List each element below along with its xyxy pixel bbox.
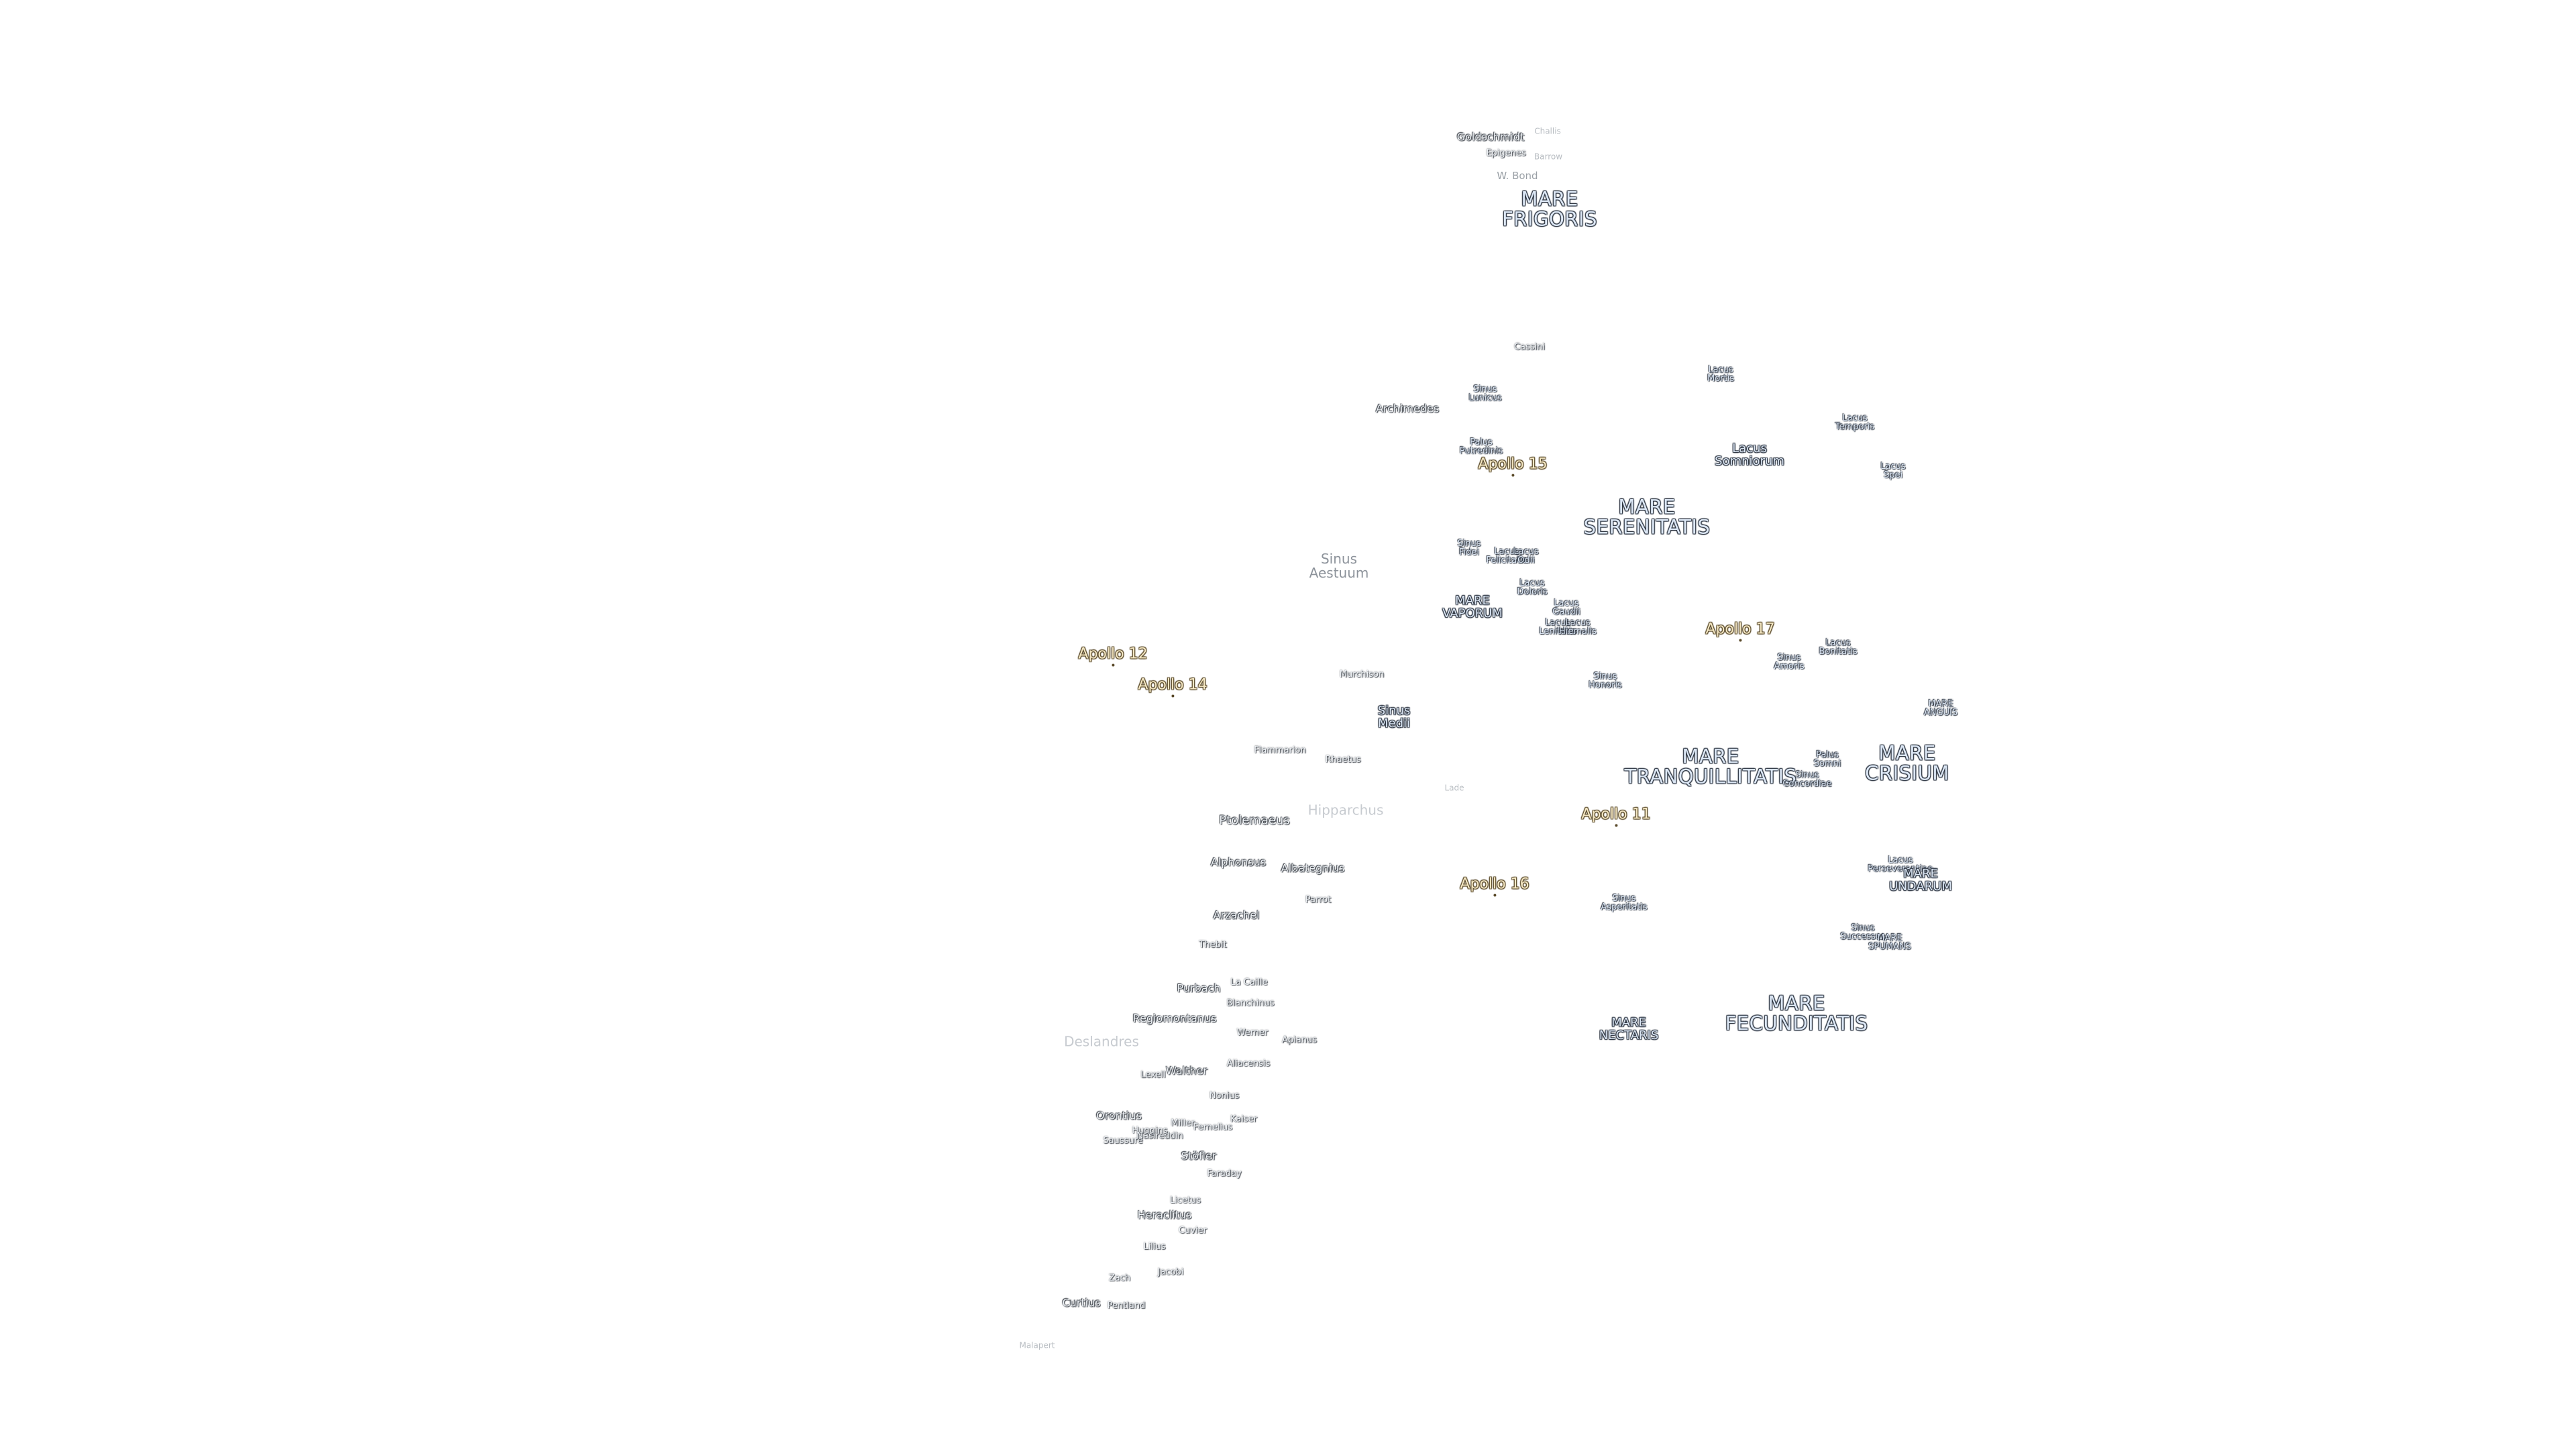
label-heraclitus: Heraclitus: [1137, 1208, 1192, 1222]
label-deslandres: Deslandres: [1064, 1033, 1139, 1050]
label-zach: Zach: [1108, 1273, 1131, 1284]
label-lacus-temporis: Lacus Temporis: [1835, 413, 1875, 432]
label-mare-vaporum: MARE VAPORUM: [1442, 594, 1503, 621]
label-palus-putredinis: Palus Putredinis: [1459, 437, 1503, 456]
landing-site-marker-icon: [1493, 894, 1496, 897]
label-lacus-gaudii: Lacus Gaudii: [1552, 598, 1580, 617]
label-lacus-lenitatis: Lacus Lenitatis: [1539, 618, 1576, 637]
label-epigenes: Epigenes: [1486, 148, 1526, 159]
label-sinus-medii: Sinus Medii: [1377, 704, 1411, 731]
label-purbach: Purbach: [1177, 981, 1221, 995]
label-palus-somni: Palus Somni: [1813, 750, 1841, 769]
label-lacus-perseverantiae: Lacus Perseverantiae: [1868, 855, 1933, 874]
label-mare-undarum: MARE UNDARUM: [1889, 867, 1952, 894]
label-barrow: Barrow: [1534, 152, 1563, 162]
label-walther: Walther: [1166, 1064, 1208, 1077]
label-sinus-fidei: Sinus Fidei: [1457, 539, 1481, 557]
label-regiomontanus: Regiomontanus: [1132, 1012, 1217, 1025]
label-werner: Werner: [1236, 1028, 1269, 1038]
label-licetus: Licetus: [1169, 1195, 1201, 1206]
label-sinus-lunicus: Sinus Lunicus: [1468, 384, 1502, 403]
label-lacus-bonitatis: Lacus Bonitatis: [1819, 638, 1858, 657]
label-hipparchus: Hipparchus: [1307, 802, 1384, 818]
label-lilius: Lilius: [1143, 1242, 1166, 1252]
label-apollo-17[interactable]: Apollo 17: [1705, 621, 1775, 642]
label-apollo-15[interactable]: Apollo 15: [1478, 456, 1548, 477]
label-albategnius: Albategnius: [1281, 861, 1345, 875]
label-thebit: Thebit: [1199, 940, 1227, 951]
label-sinus-asperitatis: Sinus Asperitatis: [1601, 894, 1648, 912]
label-orontius: Orontius: [1096, 1109, 1142, 1122]
label-challis: Challis: [1534, 126, 1561, 136]
label-faraday: Faraday: [1207, 1169, 1242, 1179]
label-archimedes: Archimedes: [1375, 402, 1440, 415]
label-lacus-somniorum: Lacus Somniorum: [1715, 441, 1784, 468]
label-mare-frigoris: MARE FRIGORIS: [1502, 187, 1597, 231]
label-mare-fecunditatis: MARE FECUNDITATIS: [1725, 991, 1868, 1035]
label-goldschmidt: Goldschmidt: [1456, 130, 1525, 144]
label-jacobi: Jacobi: [1157, 1267, 1184, 1278]
label-mare-serenitatis: MARE SERENITATIS: [1583, 495, 1711, 539]
label-sinus-concordiae: Sinus Concordiae: [1782, 770, 1832, 789]
label-lacus-hiemalis: Lacus Hiemalis: [1558, 618, 1597, 637]
label-mare-anguis: MARE ANGUIS: [1923, 699, 1958, 718]
label-lacus-felicitatis: Lacus Felicitatis: [1486, 547, 1527, 566]
label-lacus-odii: Lacus Odii: [1513, 547, 1539, 566]
label-alphonsus: Alphonsus: [1210, 855, 1267, 869]
label-mare-crisium: MARE CRISIUM: [1865, 741, 1949, 785]
label-pentland: Pentland: [1107, 1301, 1146, 1311]
label-fernelius: Fernelius: [1193, 1122, 1233, 1133]
label-flammarion: Flammarion: [1254, 745, 1306, 756]
label-curtius: Curtius: [1062, 1296, 1101, 1309]
label-saussure: Saussure: [1103, 1136, 1143, 1146]
label-mare-nectaris: MARE NECTARIS: [1599, 1016, 1659, 1042]
label-lade: Lade: [1444, 783, 1464, 793]
label-sinus-aestuum: Sinus Aestuum: [1309, 551, 1369, 581]
label-rhaetus: Rhaetus: [1325, 755, 1361, 765]
label-blanchinus: Blanchinus: [1226, 998, 1275, 1009]
label-murchison: Murchison: [1339, 669, 1385, 680]
label-lacus-mortis: Lacus Mortis: [1707, 365, 1734, 384]
label-apollo-12[interactable]: Apollo 12: [1078, 646, 1148, 667]
label-apollo-11[interactable]: Apollo 11: [1581, 806, 1651, 827]
label-nasireddin: Nasireddin: [1136, 1131, 1183, 1142]
label-stoefler: Stöfler: [1181, 1149, 1217, 1163]
label-apollo-16[interactable]: Apollo 16: [1460, 876, 1529, 897]
label-lacus-doloris: Lacus Doloris: [1517, 578, 1548, 597]
label-apianus: Apianus: [1282, 1035, 1317, 1046]
label-ptolemaeus: Ptolemaeus: [1219, 813, 1290, 828]
label-sinus-amoris: Sinus Amoris: [1774, 653, 1805, 672]
label-mare-tranquillitatis: MARE TRANQUILLITATIS: [1624, 745, 1797, 788]
landing-site-marker-icon: [1112, 663, 1114, 667]
label-la-caille: La Caille: [1230, 977, 1268, 988]
label-parrot: Parrot: [1305, 895, 1332, 906]
label-cuvier: Cuvier: [1179, 1226, 1207, 1236]
label-miller: Miller: [1171, 1118, 1195, 1129]
label-sinus-successus: Sinus Successus: [1840, 923, 1886, 942]
landing-site-marker-icon: [1171, 694, 1174, 698]
landing-site-marker-icon: [1511, 474, 1514, 477]
label-w-bond: W. Bond: [1497, 170, 1538, 182]
label-sinus-honoris: Sinus Honoris: [1589, 672, 1622, 690]
label-lacus-spei: Lacus Spei: [1880, 462, 1906, 480]
label-huggins: Huggins: [1132, 1126, 1168, 1136]
label-malapert: Malapert: [1019, 1340, 1055, 1350]
landing-site-marker-icon: [1615, 824, 1617, 827]
label-arzachel: Arzachel: [1213, 908, 1260, 922]
label-mare-spumans: MARE SPUMANS: [1868, 933, 1911, 952]
label-apollo-14[interactable]: Apollo 14: [1138, 677, 1208, 698]
label-nonius: Nonius: [1209, 1091, 1240, 1102]
label-kaiser: Kaiser: [1230, 1114, 1257, 1125]
label-lexell: Lexell: [1140, 1070, 1166, 1081]
landing-site-marker-icon: [1739, 639, 1741, 642]
label-cassini: Cassini: [1513, 342, 1546, 353]
label-aliacensis: Aliacensis: [1226, 1059, 1271, 1069]
